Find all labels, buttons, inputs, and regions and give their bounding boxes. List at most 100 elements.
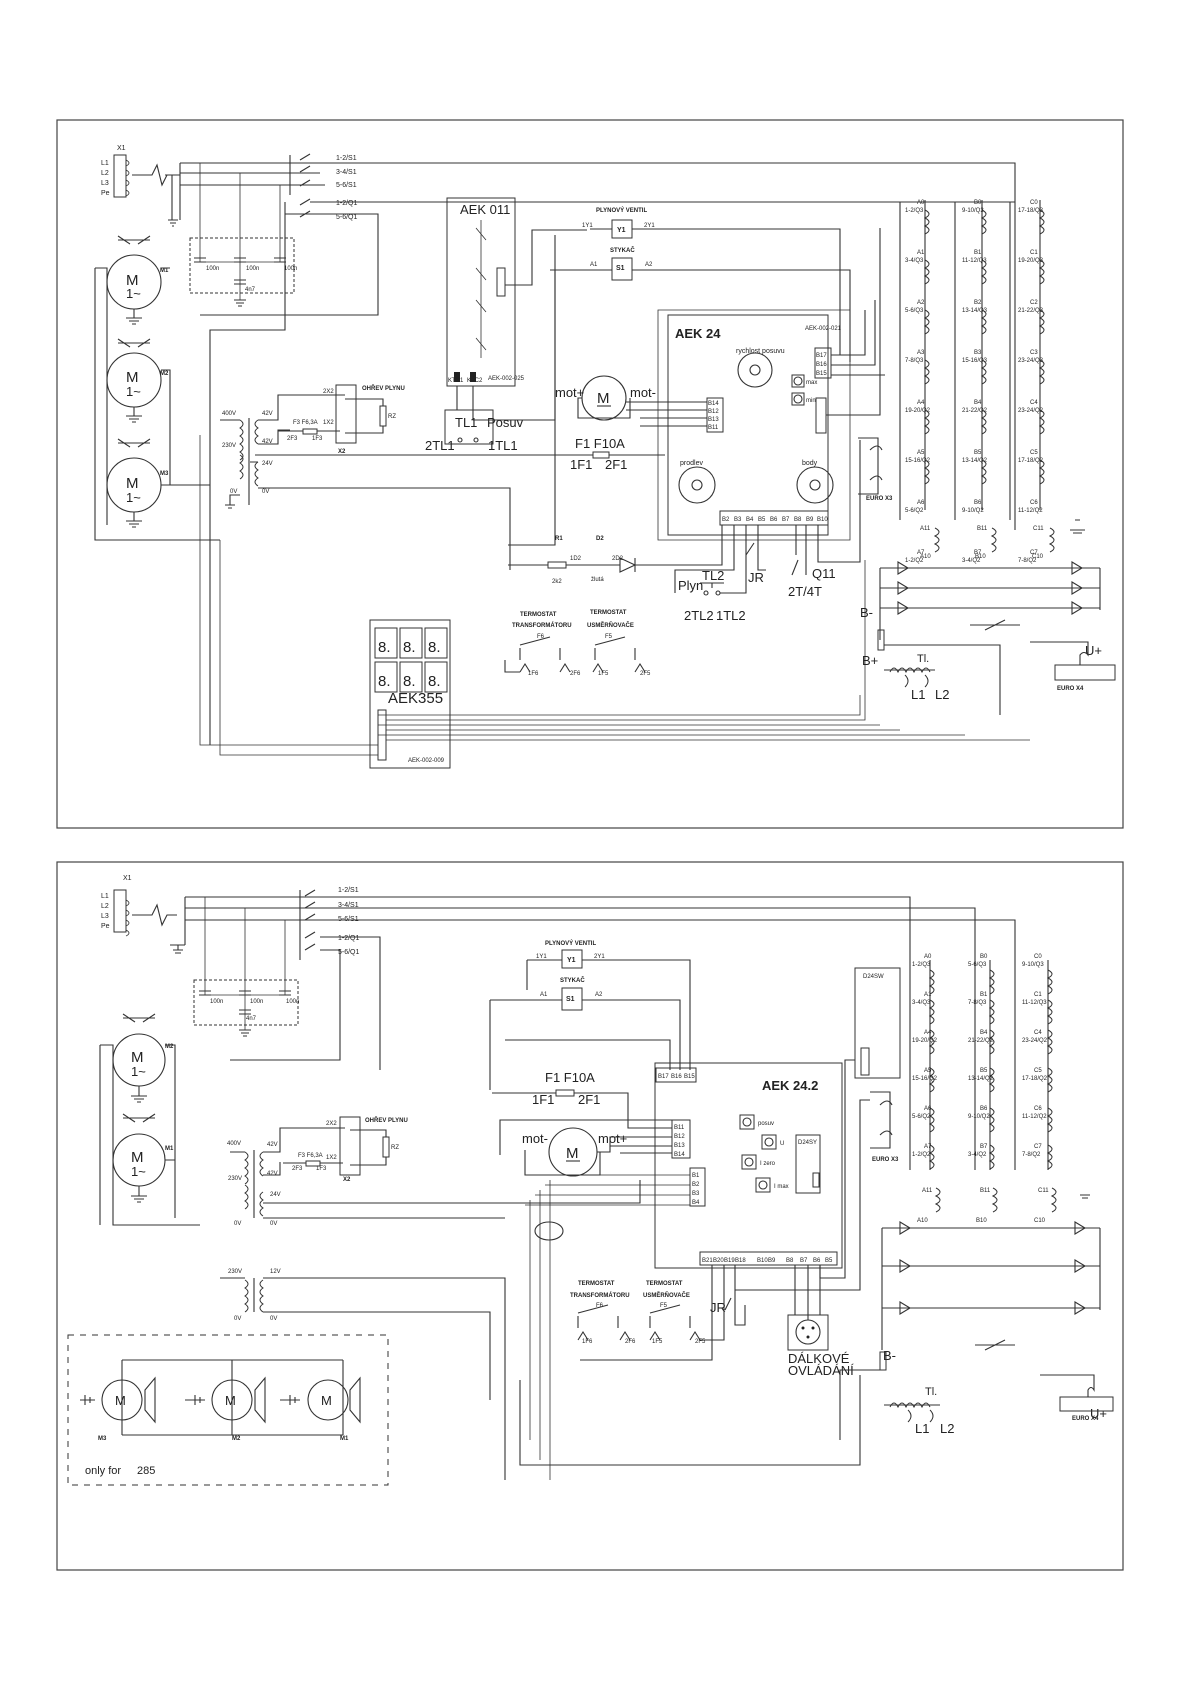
svg-text:Plyn: Plyn (678, 578, 703, 593)
aek24-2-module: AEK 24.2 B17 B16 B15 B11 B12 B13 B14 B1 … (654, 1062, 843, 1269)
fuse-f1-bottom: F1 F10A 1F1 2F1 (492, 1070, 672, 1129)
coil-name: B2 (974, 300, 982, 306)
svg-text:L1: L1 (101, 160, 109, 167)
svg-text:Tl.: Tl. (925, 1386, 937, 1398)
switch-label: 3-4/S1 (336, 169, 357, 176)
coil-name: C1 (1034, 992, 1042, 998)
rectifier-bridge-bottom: A11 A10 B11 B10 C11 C10 B- U+ Tl. L1 L2 … (519, 1187, 1114, 1466)
svg-text:A1: A1 (590, 262, 598, 268)
fan-motor-m1: M 1~ M1 (106, 235, 169, 325)
svg-text:2F3: 2F3 (287, 436, 298, 442)
svg-text:EURO X4: EURO X4 (1057, 686, 1084, 692)
svg-text:B+: B+ (862, 653, 878, 668)
coil-switch-label: 21-22/Q2 (968, 1038, 994, 1044)
svg-text:AEK 24: AEK 24 (675, 326, 721, 341)
svg-text:1F1: 1F1 (570, 457, 592, 472)
svg-text:Pe: Pe (101, 923, 110, 930)
svg-text:F3 F6,3A: F3 F6,3A (293, 420, 318, 426)
coil-name: B6 (980, 1106, 988, 1112)
svg-text:8.: 8. (378, 673, 391, 690)
coil-switch-label: 17-18/Q2 (1018, 458, 1044, 464)
thermostat-transformer-bottom: TERMOSTAT TRANSFORMÁTORU F6 1F6 2F6 (570, 1281, 636, 1345)
coil-name: A7 (917, 550, 925, 556)
coil-labels-top: A01-2/Q3A13-4/Q3A25-6/Q3A37-8/Q3A419-20/… (905, 200, 1044, 564)
svg-text:M: M (566, 1145, 579, 1162)
coil-switch-label: 5-6/Q2 (905, 508, 924, 514)
switch-label: 1-2/S1 (338, 887, 359, 894)
coil-switch-label: 21-22/Q3 (1018, 308, 1044, 314)
coil-switch-label: 15-16/Q3 (962, 358, 988, 364)
gas-heater-bottom: OHŘEV PLYNU 2X2 1X2 X2 RZ F3 F6,3A 2F3 1… (283, 1116, 408, 1183)
coil-name: A2 (917, 300, 925, 306)
svg-text:B10: B10 (976, 1218, 987, 1224)
svg-text:F6: F6 (596, 1303, 604, 1309)
svg-text:L3: L3 (101, 180, 109, 187)
coil-switch-label: 19-20/Q2 (912, 1038, 938, 1044)
coil-name: A6 (924, 1106, 932, 1112)
coil-name: B1 (980, 992, 988, 998)
svg-text:2F1: 2F1 (605, 457, 627, 472)
svg-text:1~: 1~ (126, 286, 141, 301)
svg-text:min: min (806, 398, 816, 404)
svg-text:B7: B7 (800, 1258, 808, 1264)
coil-switch-label: 23-24/Q2 (1022, 1038, 1048, 1044)
coil-name: B0 (980, 954, 988, 960)
svg-text:posuv: posuv (758, 1121, 774, 1127)
svg-text:B1: B1 (692, 1173, 700, 1179)
svg-text:L2: L2 (101, 170, 109, 177)
fan-motor-m1-bottom: M 1~ M1 (112, 1113, 174, 1203)
svg-text:C10: C10 (1034, 1218, 1046, 1224)
svg-text:AEK355: AEK355 (388, 690, 443, 707)
svg-text:M1: M1 (340, 1436, 349, 1442)
coil-switch-label: 19-20/Q2 (905, 408, 931, 414)
coil-switch-label: 13-14/Q3 (962, 308, 988, 314)
svg-text:B8: B8 (794, 517, 802, 523)
indicator-led: R1 2k2 1D2 D2 žlutá 2D2 (508, 525, 723, 585)
coil-switch-label: 3-4/Q3 (912, 1000, 931, 1006)
svg-text:S1: S1 (566, 996, 575, 1003)
svg-text:B15: B15 (684, 1074, 695, 1080)
svg-text:1X2: 1X2 (326, 1155, 337, 1161)
svg-text:TRANSFORMÁTORU: TRANSFORMÁTORU (512, 622, 572, 629)
svg-text:L1: L1 (101, 893, 109, 900)
svg-text:prodlev: prodlev (680, 460, 703, 467)
coil-name: A5 (924, 1068, 932, 1074)
svg-text:KTC2: KTC2 (467, 378, 483, 384)
svg-text:S1: S1 (616, 265, 625, 272)
svg-text:L1: L1 (911, 687, 925, 702)
svg-text:D24SY: D24SY (798, 1140, 817, 1146)
coil-name: C0 (1034, 954, 1042, 960)
svg-text:AEK-002-009: AEK-002-009 (408, 758, 445, 764)
feed-motor: M mot+ mot- (555, 375, 707, 427)
svg-text:1X2: 1X2 (323, 420, 334, 426)
coil-name: C7 (1030, 550, 1038, 556)
coil-name: B0 (974, 200, 982, 206)
svg-text:A1: A1 (540, 992, 548, 998)
jr-label-bottom: JR (710, 1300, 726, 1315)
svg-text:B15: B15 (816, 371, 827, 377)
contactor-s1: STYKAČ S1 A1 A2 (550, 247, 851, 362)
rectifier-bridge: A11 A10 B11 B10 C11 C10 B- B+ U+ Tl. L1 … (860, 519, 1116, 715)
svg-text:B12: B12 (708, 409, 719, 415)
fan-motor-m3-285: M M3 (80, 1376, 156, 1442)
svg-text:1~: 1~ (126, 490, 141, 505)
svg-text:2D2: 2D2 (612, 556, 624, 562)
svg-text:B10: B10 (757, 1258, 768, 1264)
coil-name: B3 (974, 350, 982, 356)
coil-name: A3 (917, 350, 925, 356)
svg-text:1Y1: 1Y1 (536, 954, 547, 960)
svg-text:Tl.: Tl. (917, 653, 929, 665)
svg-text:B7: B7 (782, 517, 790, 523)
svg-text:B14: B14 (674, 1152, 685, 1158)
svg-text:M1: M1 (165, 1146, 174, 1152)
q11-sub: 2T/4T (788, 584, 822, 599)
coil-switch-label: 1-2/Q3 (905, 208, 924, 214)
coil-switch-label: 9-10/Q2 (962, 508, 984, 514)
svg-text:I zero: I zero (760, 1161, 776, 1167)
svg-text:M: M (321, 1393, 332, 1408)
svg-text:A11: A11 (920, 526, 931, 532)
svg-text:mot+: mot+ (555, 385, 584, 400)
fan-motor-m2-bottom: M 1~ M2 (112, 1013, 174, 1103)
coil-switch-label: 17-18/Q3 (1018, 208, 1044, 214)
